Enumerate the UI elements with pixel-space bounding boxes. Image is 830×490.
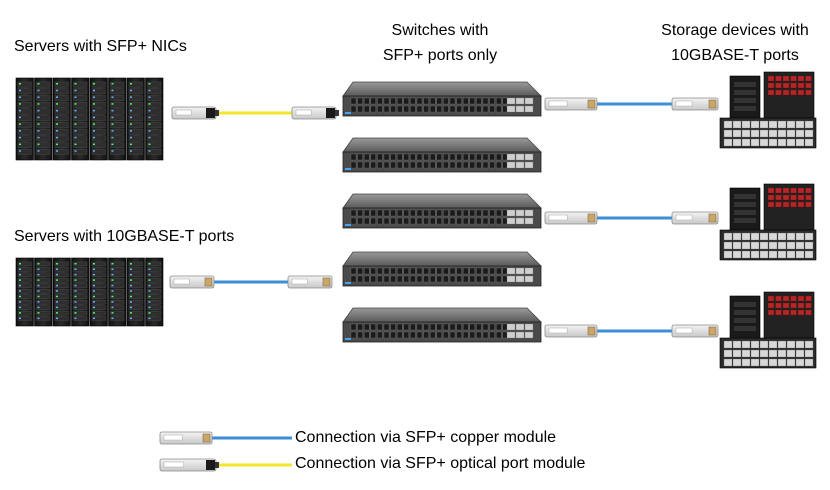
- server-rack-sfp: [15, 77, 164, 161]
- storage-device-1: [719, 71, 817, 149]
- storage-device-2: [719, 183, 817, 261]
- switch-5: [342, 307, 542, 343]
- switch-3: [342, 193, 542, 229]
- sfp-copper-module-storage-2: [544, 211, 598, 225]
- sfp-optical-module-server: [171, 106, 219, 120]
- switch-1: [342, 81, 542, 117]
- switches-label-line1: Switches with: [391, 22, 489, 39]
- sfp-copper-module-storage-end-3: [671, 324, 719, 338]
- switches-label-line2: SFP+ ports only: [382, 47, 498, 64]
- legend-optical-label: Connection via SFP+ optical port module: [295, 455, 586, 472]
- switch-4: [342, 251, 542, 287]
- sfp-copper-module-storage-end-2: [671, 211, 719, 225]
- server-rack-10gbase: [15, 257, 164, 327]
- servers-sfp-label: Servers with SFP+ NICs: [14, 38, 187, 55]
- servers-10gbase-label: Servers with 10GBASE-T ports: [14, 228, 235, 245]
- sfp-copper-module-storage-1: [544, 97, 598, 111]
- sfp-copper-module-server: [169, 275, 215, 289]
- legend-optical-module: [159, 458, 219, 472]
- storage-device-3: [719, 291, 817, 369]
- switch-2: [342, 137, 542, 173]
- sfp-copper-module-storage-3: [544, 324, 598, 338]
- sfp-copper-module-switch: [287, 275, 333, 289]
- legend-copper-label: Connection via SFP+ copper module: [295, 429, 557, 446]
- legend-copper-module: [159, 431, 213, 445]
- storage-label-line2: 10GBASE-T ports: [671, 47, 799, 64]
- sfp-optical-module-switch: [291, 106, 339, 120]
- sfp-copper-module-storage-end-1: [671, 97, 719, 111]
- storage-label-line1: Storage devices with: [661, 22, 809, 39]
